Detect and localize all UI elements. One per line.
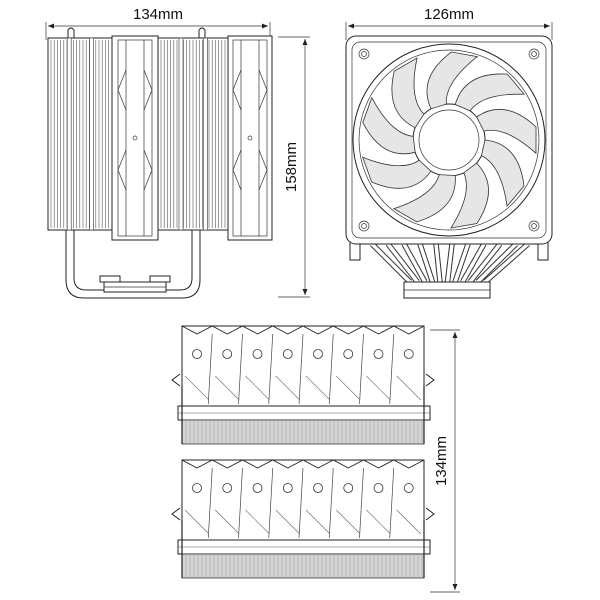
top-depth-label: 134mm (433, 436, 450, 486)
front-mount-holes (358, 48, 540, 232)
front-fan-frame (345, 35, 553, 245)
side-view: 134mm 158mm (45, 6, 310, 299)
side-height-label: 158mm (283, 142, 300, 192)
top-depth-dimension: 134mm (430, 329, 460, 593)
front-width-label: 126mm (424, 6, 474, 23)
side-left-fin-stack (47, 27, 113, 231)
side-left-fan (111, 35, 159, 241)
side-height-dimension: 158mm (278, 36, 310, 298)
top-view: 134mm (171, 325, 460, 593)
side-heatpipes (65, 230, 201, 299)
side-width-dimension: 134mm (45, 6, 271, 40)
front-heatpipes (370, 241, 530, 299)
front-width-dimension: 126mm (345, 6, 553, 40)
side-width-label: 134mm (133, 6, 183, 23)
front-view: 126mm (345, 6, 553, 299)
side-right-fan (227, 35, 273, 241)
side-right-fin-stack (157, 27, 229, 231)
